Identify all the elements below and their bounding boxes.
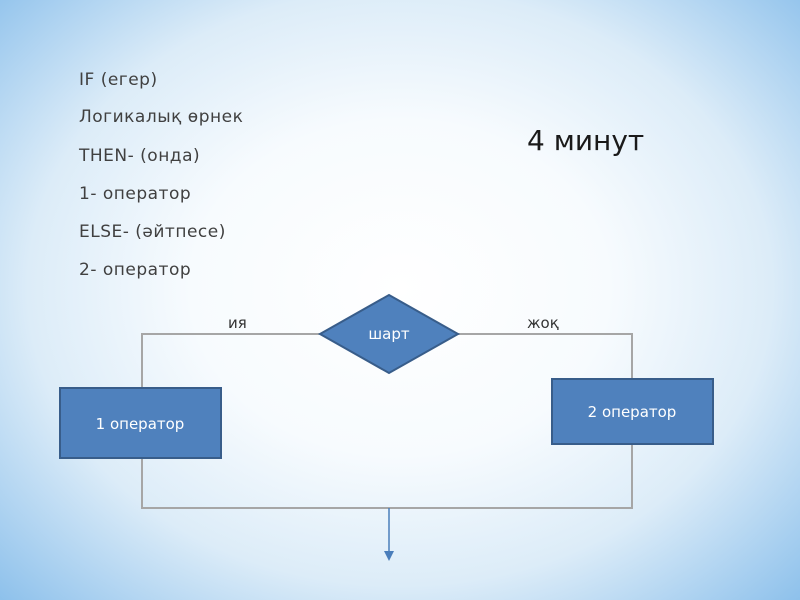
syntax-line-then: THEN- (онда) <box>79 146 201 166</box>
syntax-line-operator-1: 1- оператор <box>79 184 192 204</box>
timer-label: 4 минут <box>527 124 645 157</box>
operator-2-label: 2 оператор <box>588 403 677 421</box>
no-label: жоқ <box>527 314 559 332</box>
syntax-line-operator-2: 2- оператор <box>79 260 192 280</box>
yes-branch-connector <box>141 333 320 388</box>
condition-diamond <box>317 293 461 375</box>
yes-label: ия <box>228 314 247 332</box>
condition-label: шарт <box>368 325 409 343</box>
exit-arrowhead <box>384 551 394 561</box>
operator-2-box <box>551 378 714 445</box>
syntax-line-expression: Логикалық өрнек <box>79 107 244 127</box>
syntax-line-else: ELSE- (әйтпесе) <box>79 222 226 242</box>
no-branch-connector <box>458 333 633 379</box>
syntax-line-if: IF (егер) <box>79 70 158 90</box>
operator-1-box <box>59 387 222 459</box>
operator-1-label: 1 оператор <box>96 415 185 433</box>
merge-connector <box>141 444 633 509</box>
